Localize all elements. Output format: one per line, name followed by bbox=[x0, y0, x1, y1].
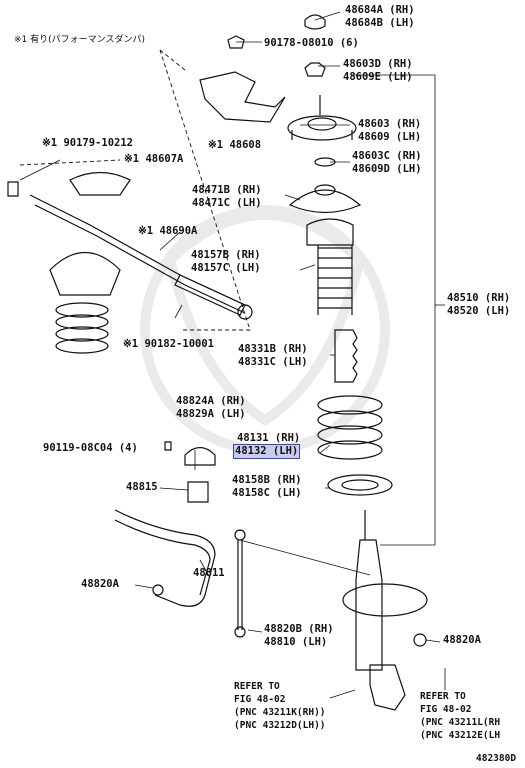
label-48608[interactable]: ※1 48608 bbox=[208, 139, 262, 151]
label-48811[interactable]: 48811 bbox=[193, 567, 225, 579]
spring-left bbox=[55, 302, 109, 354]
label-90179-10212[interactable]: ※1 90179-10212 bbox=[42, 137, 133, 149]
label-48331b[interactable]: 48331B (RH) 48331C (LH) bbox=[238, 343, 308, 368]
leader-lines bbox=[19, 11, 446, 699]
insulator-48158 bbox=[327, 474, 393, 496]
label-48157b[interactable]: 48157B (RH) 48157C (LH) bbox=[191, 249, 261, 274]
nut-48820a-left bbox=[152, 584, 164, 596]
label-90182-10001[interactable]: ※1 90182-10001 bbox=[123, 338, 214, 350]
support-48603 bbox=[287, 115, 357, 141]
seat-48471 bbox=[288, 189, 362, 214]
figure-code: 482380D bbox=[476, 753, 517, 764]
label-48158b[interactable]: 48158B (RH) 48158C (LH) bbox=[232, 474, 302, 499]
bound-cap-48684 bbox=[304, 14, 326, 30]
refer-fig-48-02-left[interactable]: REFER TO FIG 48-02 (PNC 43211K(RH)) (PNC… bbox=[234, 681, 326, 731]
upper-link-48607a bbox=[69, 171, 131, 196]
bolt-90119 bbox=[164, 441, 172, 451]
strut-mount-left bbox=[49, 251, 121, 296]
label-48603[interactable]: 48603 (RH) 48609 (LH) bbox=[358, 118, 422, 143]
note-performance-damper: ※1 有り(パフォーマンスダンパ) bbox=[14, 35, 145, 45]
boot-bellows bbox=[317, 245, 353, 315]
damper-body bbox=[174, 274, 246, 316]
bushing-90182 bbox=[237, 304, 253, 320]
label-48607a[interactable]: ※1 48607A bbox=[124, 153, 184, 165]
label-48820a-right[interactable]: 48820A bbox=[443, 634, 481, 646]
label-48820a-left[interactable]: 48820A bbox=[81, 578, 119, 590]
clip-90179 bbox=[7, 181, 19, 197]
label-48603c[interactable]: 48603C (RH) 48609D (LH) bbox=[352, 150, 422, 175]
label-48690a[interactable]: ※1 48690A bbox=[138, 225, 198, 237]
label-48131[interactable]: 48131 (RH) bbox=[237, 432, 301, 444]
knuckle-bracket bbox=[369, 664, 406, 711]
label-90178-08010[interactable]: 90178-08010 (6) bbox=[264, 37, 359, 49]
bushing-48815 bbox=[187, 481, 209, 503]
bumper-48331 bbox=[334, 329, 358, 383]
bracket-48608 bbox=[199, 71, 286, 123]
label-48815[interactable]: 48815 bbox=[126, 481, 158, 493]
label-48824a[interactable]: 48824A (RH) 48829A (LH) bbox=[176, 395, 246, 420]
label-48603d[interactable]: 48603D (RH) 48609E (LH) bbox=[343, 58, 413, 83]
nut-48820a-right bbox=[413, 633, 427, 647]
label-48820b[interactable]: 48820B (RH) 48810 (LH) bbox=[264, 623, 334, 648]
label-90119-08c04[interactable]: 90119-08C04 (4) bbox=[43, 442, 138, 454]
nut-48603d bbox=[304, 62, 326, 77]
bolt-90178 bbox=[227, 35, 245, 49]
strut-body bbox=[355, 539, 383, 671]
dashed-leaders bbox=[19, 49, 251, 331]
spring-seat-lower bbox=[342, 583, 428, 617]
spring-48131 bbox=[317, 395, 383, 460]
label-48510[interactable]: 48510 (RH) 48520 (LH) bbox=[447, 292, 511, 317]
label-48132-highlighted[interactable]: 48132 (LH) bbox=[233, 444, 301, 459]
bracket-48824 bbox=[184, 446, 216, 466]
boot-48157 bbox=[306, 218, 354, 246]
stabilizer-link-48820b bbox=[237, 540, 243, 630]
label-48684a[interactable]: 48684A (RH) 48684B (LH) bbox=[345, 4, 415, 29]
stabilizer-bar-48811 bbox=[114, 509, 216, 607]
label-48471b[interactable]: 48471B (RH) 48471C (LH) bbox=[192, 184, 262, 209]
refer-fig-48-02-right[interactable]: REFER TO FIG 48-02 (PNC 43211L(RH (PNC 4… bbox=[420, 691, 501, 741]
